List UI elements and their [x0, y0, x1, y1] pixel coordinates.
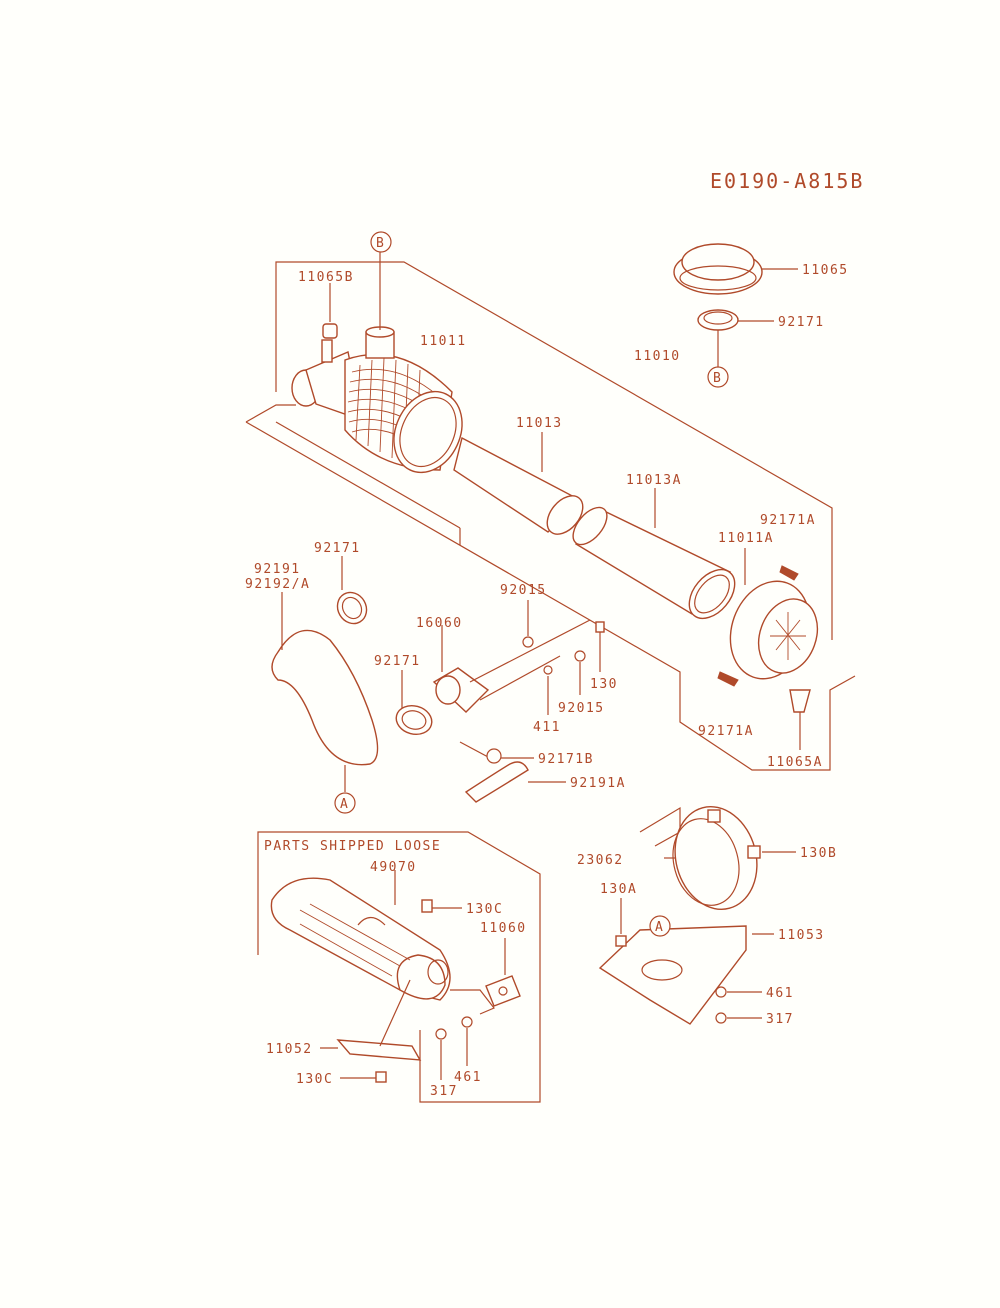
assembly-11010-bracket [245, 261, 856, 771]
bolt-130A [615, 898, 627, 947]
nut-317-left [435, 1028, 447, 1080]
valve-11065A [789, 689, 811, 750]
label-11013A: 11013A [626, 473, 682, 488]
label-92171A-top: 92171A [760, 513, 816, 528]
filter-element-11013 [453, 432, 584, 535]
bracket-11052 [320, 979, 422, 1061]
label-92191: 92191 [254, 562, 301, 577]
label-11013: 11013 [516, 416, 563, 431]
label-317-left: 317 [430, 1084, 458, 1099]
label-11010: 11010 [634, 349, 681, 364]
washer-461-right [715, 986, 762, 998]
washer-411 [543, 665, 553, 715]
callout-A-left-text: A [340, 797, 349, 812]
parts-shipped-loose-box [257, 831, 541, 1103]
label-11011: 11011 [420, 334, 467, 349]
label-92171-left: 92171 [314, 541, 361, 556]
callout-B-top-text: B [376, 236, 385, 251]
callout-A-bottom: A [649, 915, 671, 937]
clamp-92171-top [697, 309, 774, 367]
label-461-right: 461 [766, 986, 794, 1001]
bolt-130C-bot [340, 1071, 387, 1083]
label-92171-top: 92171 [778, 315, 825, 330]
label-130C-top: 130C [466, 902, 503, 917]
label-411: 411 [533, 720, 561, 735]
muffler-49070 [270, 870, 495, 1015]
clamp-92171-left [336, 556, 368, 625]
label-11052: 11052 [266, 1042, 313, 1057]
bolt-130B [747, 845, 796, 859]
nut-92015-top [522, 600, 534, 648]
label-92192A: 92192/A [245, 577, 310, 592]
diagram-code: E0190-A815B [710, 169, 864, 193]
washer-461-left [461, 1016, 473, 1066]
part-labels: 11065B 11011 11010 11065 92171 11013 110… [245, 263, 849, 1099]
label-92191A: 92191A [570, 776, 626, 791]
label-11011A: 11011A [718, 531, 774, 546]
manifold-16060 [432, 619, 591, 713]
callout-B-right-text: B [713, 371, 722, 386]
intake-hose-92191 [271, 592, 379, 792]
bolt-130C-top [421, 899, 462, 913]
label-11065B: 11065B [298, 270, 354, 285]
callout-A-bottom-text: A [655, 920, 664, 935]
clamp-92171-mid [395, 670, 433, 736]
label-130C-bot: 130C [296, 1072, 333, 1087]
section-title: PARTS SHIPPED LOOSE [264, 839, 441, 854]
label-130: 130 [590, 677, 618, 692]
label-92015-top: 92015 [500, 583, 547, 598]
cover-11065 [673, 243, 798, 295]
label-92171B: 92171B [538, 752, 594, 767]
label-16060: 16060 [416, 616, 463, 631]
label-130A: 130A [600, 882, 637, 897]
band-23062 [639, 806, 758, 910]
clamp-92171B [459, 741, 534, 764]
label-92171A-bot: 92171A [698, 724, 754, 739]
end-cap-11011A [717, 548, 819, 687]
callout-B-top: B [370, 231, 392, 253]
label-11060: 11060 [480, 921, 527, 936]
label-11053: 11053 [778, 928, 825, 943]
nut-92015-bot [574, 650, 586, 695]
label-92015-bot: 92015 [558, 701, 605, 716]
bracket-11053 [598, 925, 774, 1025]
hose-92191A [464, 761, 566, 803]
filter-element-11013A [572, 488, 736, 620]
label-23062: 23062 [577, 853, 624, 868]
label-461-left: 461 [454, 1070, 482, 1085]
label-11065A: 11065A [767, 755, 823, 770]
cap-11065B [322, 283, 338, 339]
bolt-130 [595, 621, 605, 672]
label-49070: 49070 [370, 860, 417, 875]
label-11065: 11065 [802, 263, 849, 278]
air-cleaner-body-11011 [291, 252, 463, 474]
label-317-right: 317 [766, 1012, 794, 1027]
label-92171-mid: 92171 [374, 654, 421, 669]
nut-317-right [715, 1012, 762, 1024]
callout-B-right: B [707, 366, 729, 388]
gasket-11060 [485, 938, 521, 1007]
callout-A-left: A [334, 792, 356, 814]
label-130B: 130B [800, 846, 837, 861]
